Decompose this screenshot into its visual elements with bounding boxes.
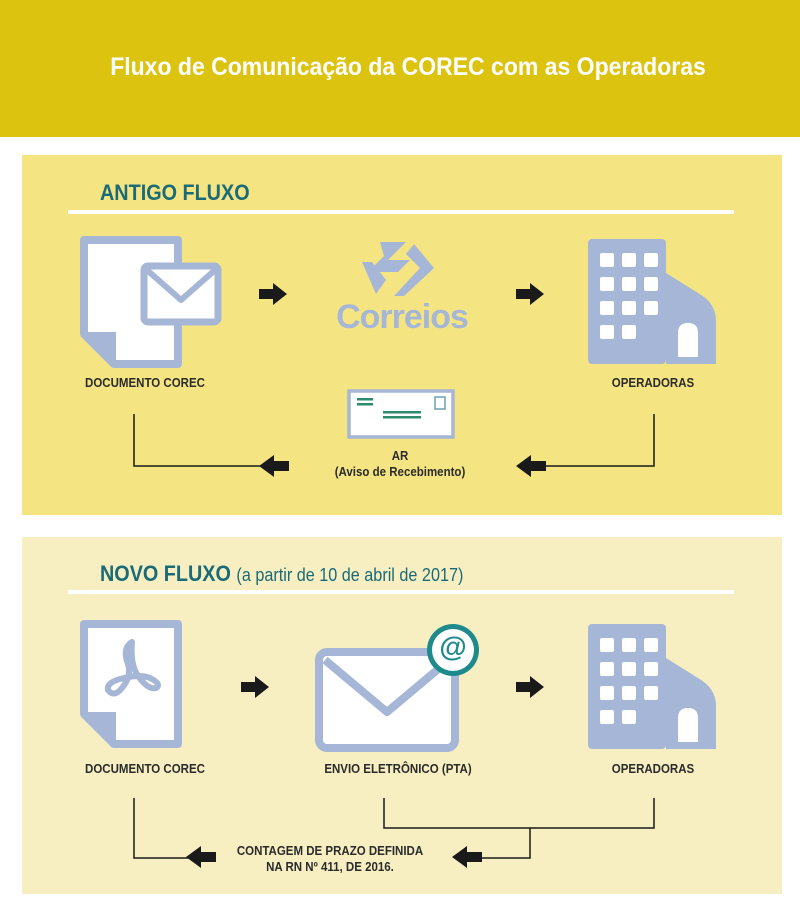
new-flow-divider [68,590,734,594]
document-envelope-icon [80,236,222,368]
deadline-label-line2: NA RN Nº 411, DE 2016. [266,860,394,874]
pdf-document-icon [80,620,182,748]
email-envelope-icon [315,624,479,752]
arrow-left-icon [259,455,289,477]
old-flow-title: ANTIGO FLUXO [100,180,250,205]
arrow-right-icon [241,676,269,698]
email-at-badge: @ [439,631,467,662]
old-operators-label: OPERADORAS [611,376,695,390]
old-flow-divider [68,210,734,214]
arrow-left-icon [452,846,482,868]
arrow-right-icon [516,676,544,698]
ar-card-icon [347,389,455,439]
arrow-right-icon [516,283,544,305]
email-label: ENVIO ELETRÔNICO (PTA) [324,762,472,776]
correios-logo-text: Correios [336,298,469,336]
ar-sublabel: (Aviso de Recebimento) [334,465,466,479]
deadline-label-line1: CONTAGEM DE PRAZO DEFINIDA [236,844,424,858]
building-icon [588,624,716,749]
new-document-label: DOCUMENTO COREC [85,762,205,776]
new-flow-subtitle: (a partir de 10 de abril de 2017) [236,565,464,585]
arrow-left-icon [186,846,216,868]
building-icon [588,239,716,364]
header-banner [0,0,800,137]
page-title: Fluxo de Comunicação da COREC com as Ope… [110,53,706,81]
old-document-label: DOCUMENTO COREC [85,376,205,390]
arrow-right-icon [259,283,287,305]
new-flow-title: NOVO FLUXO (a partir de 10 de abril de 2… [100,561,463,587]
new-operators-label: OPERADORAS [611,762,695,776]
correios-logo-icon [362,242,434,296]
arrow-left-icon [516,455,546,477]
ar-label: AR [391,449,409,463]
new-flow-title-text: NOVO FLUXO [100,561,231,586]
